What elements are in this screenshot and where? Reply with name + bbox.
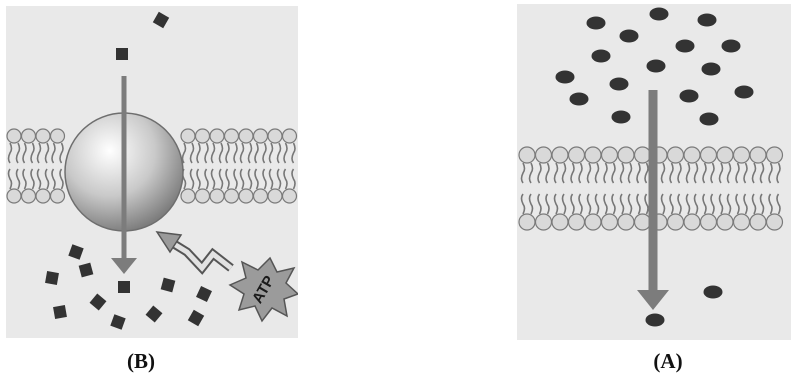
panel-b-caption: (B) (101, 349, 181, 374)
lipid-head (268, 129, 282, 143)
lipid-head (569, 147, 585, 163)
lipid-head (210, 129, 224, 143)
round-molecule (680, 90, 699, 103)
lipid-head (225, 189, 239, 203)
lipid-head (602, 214, 618, 230)
panel-a-caption: (A) (628, 349, 708, 374)
lipid-head (268, 189, 282, 203)
lipid-head (225, 129, 239, 143)
lipid-head (734, 214, 750, 230)
lipid-head (585, 214, 601, 230)
lipid-head (536, 214, 552, 230)
lipid-head (585, 147, 601, 163)
round-molecule (592, 50, 611, 63)
round-molecule (676, 40, 695, 53)
lipid-head (210, 189, 224, 203)
simple-diffusion-diagram (517, 4, 791, 340)
round-molecule (612, 111, 631, 124)
round-molecule (702, 63, 721, 76)
round-molecule (704, 286, 723, 299)
lipid-head (519, 214, 535, 230)
round-molecule (610, 78, 629, 91)
lipid-head (618, 147, 634, 163)
round-molecule (587, 17, 606, 30)
lipid-head (36, 189, 50, 203)
square-molecule (118, 281, 130, 293)
lipid-head (181, 129, 195, 143)
lipid-head (552, 214, 568, 230)
lipid-head (36, 129, 50, 143)
round-molecule (722, 40, 741, 53)
lipid-head (51, 129, 65, 143)
round-molecule (620, 30, 639, 43)
lipid-head (181, 189, 195, 203)
lipid-head (767, 214, 783, 230)
lipid-head (51, 189, 65, 203)
round-molecule (647, 60, 666, 73)
lipid-head (283, 189, 297, 203)
lipid-head (7, 189, 21, 203)
round-molecule (570, 93, 589, 106)
lipid-head (239, 189, 253, 203)
lipid-head (519, 147, 535, 163)
lipid-head (635, 147, 651, 163)
lipid-head (717, 214, 733, 230)
round-molecule (556, 71, 575, 84)
lipid-head (618, 214, 634, 230)
lipid-head (569, 214, 585, 230)
lipid-head (767, 147, 783, 163)
round-molecule (650, 8, 669, 21)
lipid-head (717, 147, 733, 163)
round-molecule (646, 314, 665, 327)
square-molecule (116, 48, 128, 60)
lipid-head (196, 129, 210, 143)
round-molecule (698, 14, 717, 27)
lipid-head (635, 214, 651, 230)
lipid-head (552, 147, 568, 163)
lipid-head (750, 147, 766, 163)
lipid-head (254, 189, 268, 203)
lipid-head (22, 129, 36, 143)
round-molecule (700, 113, 719, 126)
square-molecule (45, 271, 59, 285)
panel-simple-diffusion (517, 4, 791, 340)
square-molecule (53, 305, 67, 319)
panel-active-transport: ATP (6, 6, 298, 338)
lipid-head (701, 147, 717, 163)
lipid-head (239, 129, 253, 143)
lipid-head (22, 189, 36, 203)
lipid-head (602, 147, 618, 163)
lipid-head (734, 147, 750, 163)
lipid-head (701, 214, 717, 230)
lipid-head (7, 129, 21, 143)
lipid-head (254, 129, 268, 143)
lipid-head (668, 147, 684, 163)
lipid-head (196, 189, 210, 203)
lipid-head (668, 214, 684, 230)
active-transport-diagram: ATP (6, 6, 298, 338)
round-molecule (735, 86, 754, 99)
lipid-head (750, 214, 766, 230)
lipid-head (684, 214, 700, 230)
lipid-head (684, 147, 700, 163)
lipid-head (283, 129, 297, 143)
lipid-head (536, 147, 552, 163)
